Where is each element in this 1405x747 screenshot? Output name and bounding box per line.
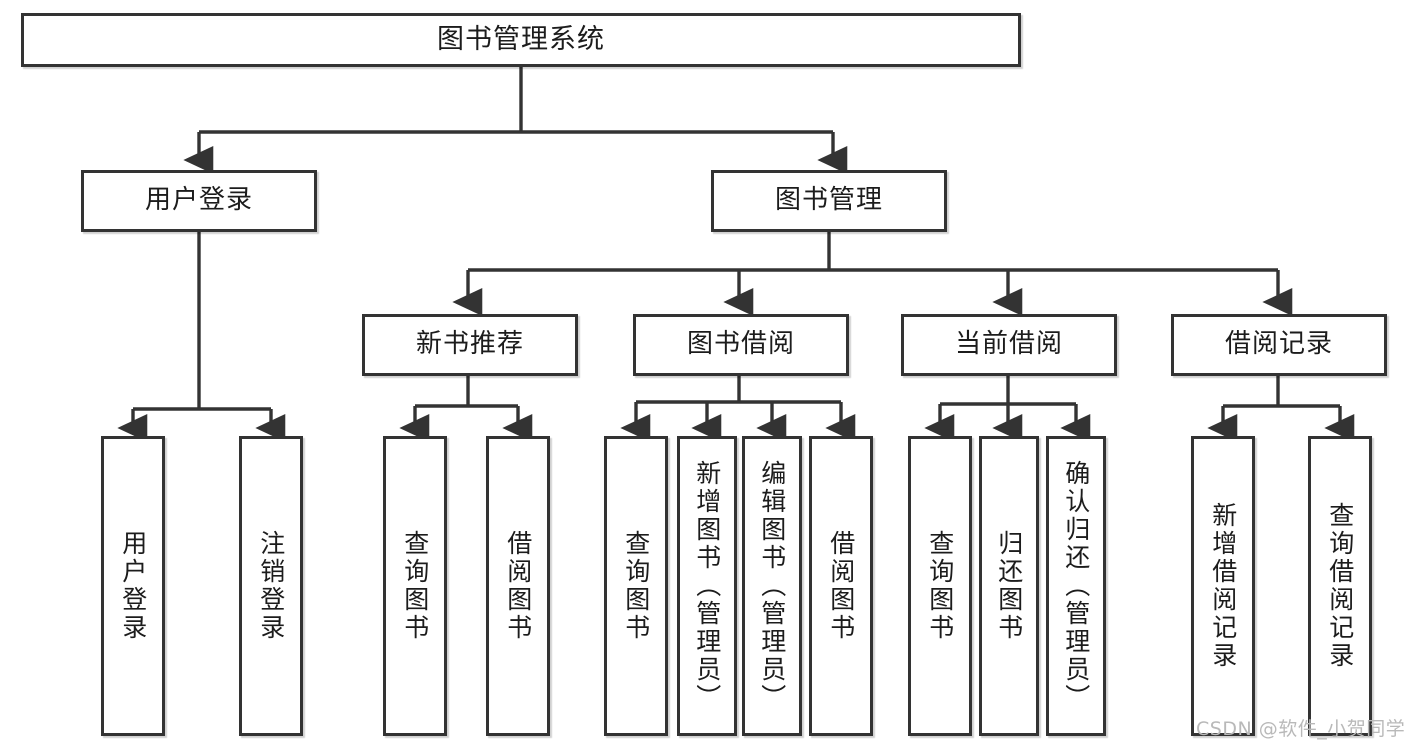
node-leaf-query-record[interactable]: 查询借阅记录 (1308, 436, 1372, 736)
node-leaf-add-book[interactable]: 新增图书（管理员） (677, 436, 737, 736)
node-label: 借阅图书 (503, 530, 533, 642)
node-label: 用户登录 (144, 185, 253, 216)
node-label: 编辑图书（管理员） (757, 460, 787, 712)
node-leaf-borrow-book-1[interactable]: 借阅图书 (486, 436, 550, 736)
node-borrow-record[interactable]: 借阅记录 (1171, 314, 1387, 376)
node-leaf-edit-book[interactable]: 编辑图书（管理员） (742, 436, 802, 736)
node-user-login[interactable]: 用户登录 (81, 170, 317, 232)
node-leaf-query-book-1[interactable]: 查询图书 (383, 436, 447, 736)
node-label: 图书管理系统 (437, 23, 605, 55)
node-leaf-logout-login[interactable]: 注销登录 (239, 436, 303, 736)
node-root-book-management-system[interactable]: 图书管理系统 (21, 13, 1021, 67)
node-label: 新增图书（管理员） (692, 460, 722, 712)
node-label: 新增借阅记录 (1208, 502, 1238, 670)
node-label: 借阅图书 (826, 530, 856, 642)
node-leaf-user-login[interactable]: 用户登录 (101, 436, 165, 736)
node-label: 图书借阅 (686, 329, 795, 360)
node-label: 借阅记录 (1224, 329, 1333, 360)
node-leaf-return-book[interactable]: 归还图书 (979, 436, 1039, 736)
node-label: 用户登录 (118, 530, 148, 642)
node-label: 确认归还（管理员） (1061, 460, 1091, 712)
node-leaf-add-record[interactable]: 新增借阅记录 (1191, 436, 1255, 736)
node-label: 注销登录 (256, 530, 286, 642)
node-book-borrow[interactable]: 图书借阅 (633, 314, 849, 376)
node-label: 新书推荐 (415, 329, 524, 360)
node-label: 查询图书 (621, 530, 651, 642)
node-label: 查询图书 (925, 530, 955, 642)
node-label: 图书管理 (774, 185, 883, 216)
node-leaf-confirm-return[interactable]: 确认归还（管理员） (1046, 436, 1106, 736)
node-leaf-query-book-3[interactable]: 查询图书 (908, 436, 972, 736)
node-book-manage[interactable]: 图书管理 (711, 170, 947, 232)
node-label: 归还图书 (994, 530, 1024, 642)
node-leaf-borrow-book-2[interactable]: 借阅图书 (809, 436, 873, 736)
node-label: 查询图书 (400, 530, 430, 642)
node-new-book-recommend[interactable]: 新书推荐 (362, 314, 578, 376)
node-leaf-query-book-2[interactable]: 查询图书 (604, 436, 668, 736)
node-label: 当前借阅 (954, 329, 1063, 360)
node-label: 查询借阅记录 (1325, 502, 1355, 670)
node-current-borrow[interactable]: 当前借阅 (901, 314, 1117, 376)
